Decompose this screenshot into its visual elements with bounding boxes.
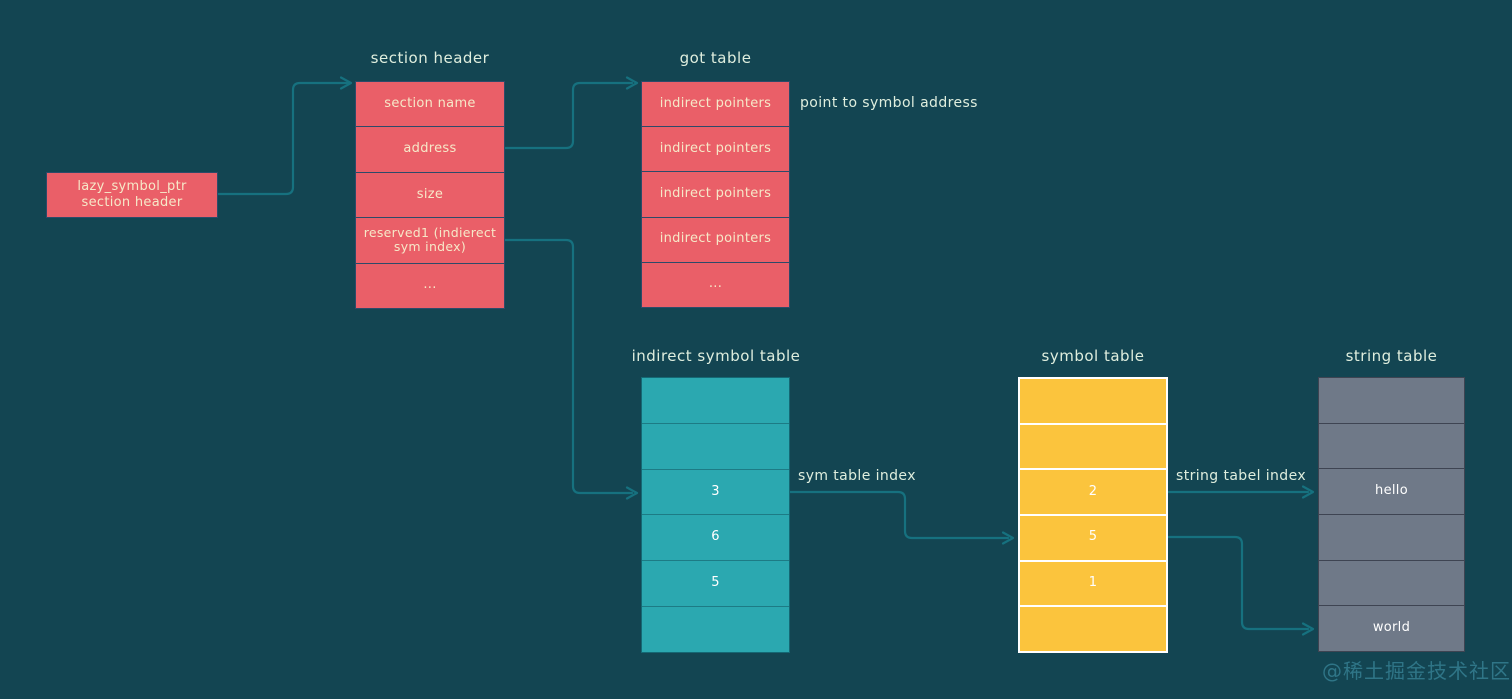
table-row: ... xyxy=(356,262,504,308)
table-row xyxy=(1319,514,1464,560)
section-header-title: section header xyxy=(370,49,490,67)
table-row: reserved1 (indierect sym index) xyxy=(356,217,504,262)
juejin-watermark: @稀土掘金技术社区 xyxy=(1322,659,1511,683)
arrow-symbol-to-string-hello xyxy=(1166,485,1315,499)
table-row: 2 xyxy=(1020,468,1166,514)
got-table: indirect pointers indirect pointers indi… xyxy=(641,81,790,308)
table-row xyxy=(1319,422,1464,469)
table-row xyxy=(1319,378,1464,423)
string-table-title: string table xyxy=(1345,347,1438,365)
arrow-address-to-got-table xyxy=(503,76,639,150)
table-row: indirect pointers xyxy=(659,95,772,111)
sym-table-index-label: sym table index xyxy=(798,468,916,484)
point-to-symbol-address-label: point to symbol address xyxy=(800,95,978,111)
table-row xyxy=(1020,422,1166,469)
arrow-reserved1-to-indirect-symbol-table xyxy=(503,238,639,500)
table-row: world xyxy=(1319,605,1464,651)
table-row xyxy=(642,422,789,469)
arrow-symbol-to-string-world xyxy=(1166,535,1315,636)
table-row xyxy=(1020,379,1166,423)
table-row: indirect pointers xyxy=(642,126,789,171)
table-row: 1 xyxy=(1020,559,1166,606)
table-row: section name xyxy=(384,95,476,111)
table-row: 5 xyxy=(1020,514,1166,560)
table-row: size xyxy=(356,171,504,217)
table-row: ... xyxy=(642,261,789,307)
indirect-symbol-table: 3 6 5 xyxy=(641,377,790,653)
table-row: hello xyxy=(1319,468,1464,514)
table-row: 5 xyxy=(642,560,789,606)
arrow-lazy-to-section-header xyxy=(216,76,353,196)
table-row: indirect pointers xyxy=(642,216,789,262)
section-header-table: section name address size reserved1 (ind… xyxy=(355,81,505,309)
symbol-table: 2 5 1 xyxy=(1018,377,1168,653)
string-tabel-index-label: string tabel index xyxy=(1176,468,1307,484)
table-row xyxy=(642,606,789,652)
table-row: 6 xyxy=(642,514,789,560)
table-row: 3 xyxy=(642,468,789,515)
arrow-indirect-to-symbol-table xyxy=(788,490,1015,545)
table-row: address xyxy=(356,126,504,171)
symbol-table-title: symbol table xyxy=(1041,347,1145,365)
table-row xyxy=(1319,559,1464,606)
table-row xyxy=(642,378,789,423)
indirect-symbol-table-title: indirect symbol table xyxy=(631,347,801,365)
got-table-title: got table xyxy=(679,49,752,67)
lazy-symbol-ptr-box: lazy_symbol_ptr section header xyxy=(46,172,218,218)
string-table: hello world xyxy=(1318,377,1465,652)
table-row xyxy=(1020,605,1166,651)
table-row: indirect pointers xyxy=(642,171,789,216)
